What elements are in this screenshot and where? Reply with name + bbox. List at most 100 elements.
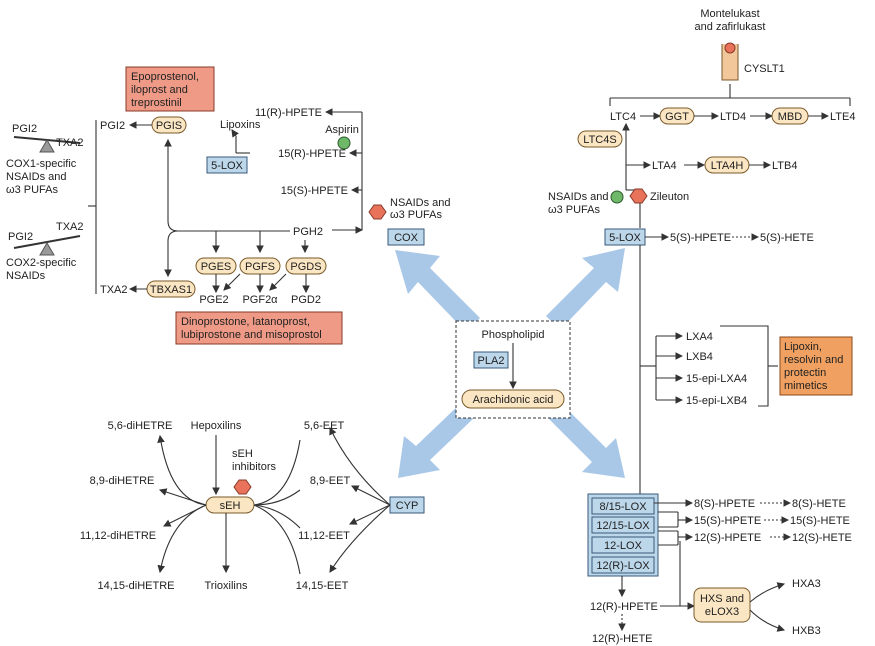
dino-line1: Dinoprostone, latanoprost, — [181, 316, 310, 328]
nsaid-circle-lox — [610, 190, 624, 204]
hpete15s-lox-label: 15(S)-HPETE — [694, 515, 761, 527]
cox2-line1: COX2-specific — [6, 257, 77, 269]
arrow-to-5lox — [546, 248, 625, 330]
aspirin-circle — [337, 136, 351, 150]
lox12-box — [591, 536, 655, 554]
seh-label: sEH — [220, 500, 241, 512]
hpete11r: 11(R)-HPETE — [255, 107, 322, 119]
cox1-line3: ω3 PUFAs — [6, 184, 58, 196]
lipoxin-line2: resolvin and — [784, 354, 843, 366]
pla2-box — [473, 351, 509, 369]
lta4h-label: LTA4H — [711, 160, 744, 172]
epoprostenol-box — [125, 66, 215, 112]
dihetre1415-label: 14,15-diHETRE — [97, 580, 174, 592]
lxa4-label: LXA4 — [686, 331, 713, 343]
epi-lxa4-label: 15-epi-LXA4 — [686, 373, 747, 385]
epo-line2: iloprost and — [131, 84, 188, 96]
pgis-label: PGIS — [156, 120, 182, 132]
big-arrows — [395, 248, 625, 478]
cysltr1-receptor — [721, 42, 739, 81]
hepoxilins-label: Hepoxilins — [191, 420, 242, 432]
seesaw-cox1 — [13, 136, 81, 153]
tbxas1-label: TBXAS1 — [150, 284, 192, 296]
hete12s-label: 12(S)-HETE — [792, 532, 852, 544]
cyp-label: CYP — [396, 500, 419, 512]
aa-label: Arachidonic acid — [473, 394, 554, 406]
hpete8s-label: 8(S)-HPETE — [694, 498, 755, 510]
ltd4-label: LTD4 — [720, 111, 746, 123]
cysltr1-label: CYSLT1 — [744, 63, 785, 75]
seesaw2-txa2: TXA2 — [56, 221, 84, 233]
pgfs-label: PGFS — [245, 261, 275, 273]
montelukast-line2: and zafirlukast — [695, 21, 766, 33]
arrow-to-lox — [546, 402, 625, 478]
epo-line3: treprostinil — [131, 97, 182, 109]
lox12r-box — [591, 556, 655, 574]
lox1215-label: 12/15-LOX — [596, 520, 650, 532]
cox-label: COX — [394, 232, 419, 244]
hete5s-label: 5(S)-HETE — [760, 232, 814, 244]
lte4-label: LTE4 — [830, 111, 855, 123]
montelukast-line1: Montelukast — [700, 8, 759, 20]
hxa3-label: HXA3 — [792, 578, 821, 590]
cox-w3-label: ω3 PUFAs — [390, 209, 442, 221]
hxs-line2: eLOX3 — [705, 606, 739, 618]
cox2-line2: NSAIDs — [6, 270, 46, 282]
pla2-label: PLA2 — [478, 355, 505, 367]
ltb4-label: LTB4 — [772, 160, 797, 172]
mbd-label: MBD — [778, 111, 803, 123]
nsaid-hexagon-cox — [368, 204, 387, 220]
cox-box — [387, 228, 425, 246]
cox1-line2: NSAIDs and — [6, 171, 67, 183]
hete8s-label: 8(S)-HETE — [792, 498, 846, 510]
dihetre56-label: 5,6-diHETRE — [108, 420, 173, 432]
eet1415-label: 14,15-EET — [296, 580, 349, 592]
txa2-label: TXA2 — [100, 284, 128, 296]
dihetre89-label: 8,9-diHETRE — [90, 475, 155, 487]
aa-box — [461, 389, 565, 409]
lox5-cox-label: 5-LOX — [211, 160, 243, 172]
pgds-label: PGDS — [290, 261, 321, 273]
seh-inhibitor-hexagon — [233, 479, 252, 495]
lxb4-label: LXB4 — [686, 351, 713, 363]
lox815-label: 8/15-LOX — [599, 501, 647, 513]
seh-inh-line1: sEH — [232, 448, 253, 460]
dino-line2: lubiprostone and misoprostol — [181, 329, 322, 341]
pgh2-label: PGH2 — [293, 226, 323, 238]
hxs-box — [693, 587, 751, 623]
eet1112-label: 11,12-EET — [298, 530, 350, 542]
hpete15s: 15(S)-HPETE — [281, 185, 348, 197]
hpete15r: 15(R)-HPETE — [278, 148, 346, 160]
cox1-line1: COX1-specific — [6, 158, 77, 170]
pges-label: PGES — [201, 261, 232, 273]
phospholipid-label: Phospholipid — [482, 329, 545, 341]
lox-nsaids-line2: ω3 PUFAs — [548, 204, 600, 216]
pgf2a-label: PGF2α — [242, 294, 278, 306]
cox-nsaids-label: NSAIDs and — [390, 197, 451, 209]
ggt-label: GGT — [665, 111, 689, 123]
lipoxin-line4: mimetics — [784, 380, 828, 392]
lipoxins-label: Lipoxins — [220, 119, 261, 131]
dinoprostone-box — [175, 311, 343, 345]
pge2-label: PGE2 — [199, 294, 228, 306]
pgd2-label: PGD2 — [291, 294, 321, 306]
hpete5s-label: 5(S)-HPETE — [670, 232, 731, 244]
hxb3-label: HXB3 — [792, 625, 821, 637]
lox5-cox-box — [206, 156, 248, 174]
hete12r-label: 12(R)-HETE — [592, 633, 653, 645]
lox12r-label: 12(R)-LOX — [596, 560, 650, 572]
hpete12r-label: 12(R)-HPETE — [590, 601, 658, 613]
lipoxin-box — [779, 336, 853, 396]
eet56-label: 5,6-EET — [304, 420, 345, 432]
lta4-label: LTA4 — [652, 160, 677, 172]
dihetre1112-label: 11,12-diHETRE — [80, 530, 156, 542]
hete15s-label: 15(S)-HETE — [790, 515, 850, 527]
lox-nsaids-line1: NSAIDs and — [548, 191, 609, 203]
trioxilins-label: Trioxilins — [205, 580, 248, 592]
ltc4s-label: LTC4S — [583, 134, 616, 146]
aspirin-label: Aspirin — [325, 124, 359, 136]
ltc4-label: LTC4 — [610, 111, 636, 123]
arrow-to-cox — [395, 250, 480, 332]
lox815-box — [591, 497, 655, 515]
